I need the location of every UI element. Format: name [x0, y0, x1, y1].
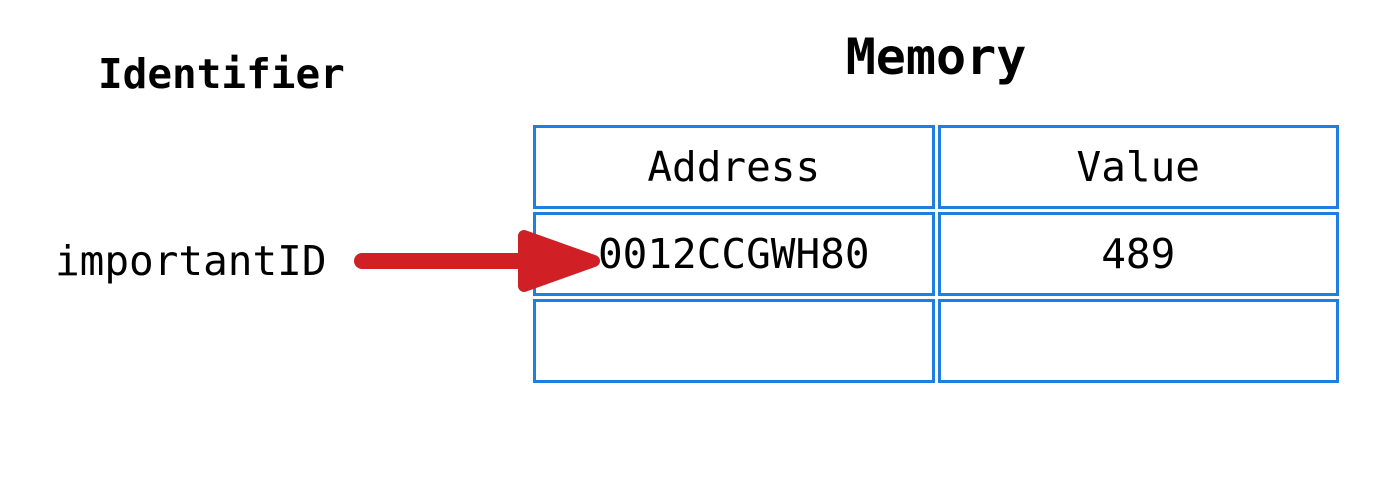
value-column-header: Value — [937, 125, 1339, 209]
right-arrow-icon — [354, 230, 600, 292]
table-row: 0012CCGWH80 489 — [533, 212, 1339, 296]
table-header-row: Address Value — [533, 125, 1339, 209]
memory-heading: Memory — [845, 28, 1027, 86]
table-row — [533, 299, 1339, 383]
identifier-heading: Identifier — [98, 50, 345, 98]
value-cell: 489 — [937, 212, 1339, 296]
pointer-label: importantID — [55, 237, 327, 285]
address-column-header: Address — [533, 125, 935, 209]
address-cell-empty — [533, 299, 935, 383]
value-cell-empty — [937, 299, 1339, 383]
memory-table: Address Value 0012CCGWH80 489 — [530, 122, 1342, 386]
